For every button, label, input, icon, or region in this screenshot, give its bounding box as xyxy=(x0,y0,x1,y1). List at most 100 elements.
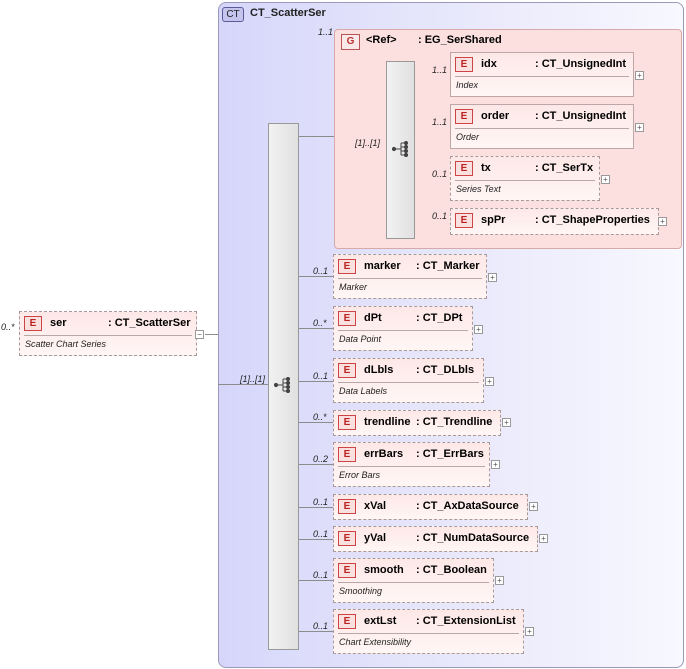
element-type: : CT_ScatterSer xyxy=(108,317,191,329)
element-desc: Scatter Chart Series xyxy=(25,339,107,349)
cardinality-dLbls: 0..1 xyxy=(313,371,329,381)
cardinality-xVal: 0..1 xyxy=(313,497,329,507)
sequence-icon xyxy=(274,377,291,393)
element-badge: E xyxy=(455,57,473,72)
plus-icon[interactable]: + xyxy=(488,273,497,282)
element-type: : CT_ExtensionList xyxy=(416,615,516,627)
plus-icon[interactable]: + xyxy=(485,377,494,386)
main-sequence-bar xyxy=(268,123,299,650)
cardinality-order: 1..1 xyxy=(432,117,448,127)
element-order[interactable]: E order : CT_UnsignedInt Order xyxy=(450,104,634,149)
plus-icon[interactable]: + xyxy=(601,175,610,184)
divider xyxy=(24,335,192,336)
element-trendline[interactable]: E trendline : CT_Trendline xyxy=(333,410,501,436)
group-sequence-cardinality: [1]..[1] xyxy=(355,138,381,148)
element-type: : CT_UnsignedInt xyxy=(535,58,627,70)
element-badge: E xyxy=(338,531,356,546)
element-name: extLst xyxy=(364,615,397,627)
element-badge: E xyxy=(338,311,356,326)
element-badge: E xyxy=(338,563,356,578)
element-errBars[interactable]: E errBars : CT_ErrBars Error Bars xyxy=(333,442,490,487)
element-yVal[interactable]: E yVal : CT_NumDataSource xyxy=(333,526,538,552)
element-desc: Data Point xyxy=(339,334,382,344)
element-desc: Series Text xyxy=(456,184,501,194)
element-desc: Marker xyxy=(339,282,368,292)
element-marker[interactable]: E marker : CT_Marker Marker xyxy=(333,254,487,299)
divider xyxy=(455,128,629,129)
element-type: : CT_DPt xyxy=(416,312,463,324)
cardinality-tx: 0..1 xyxy=(432,169,448,179)
divider xyxy=(338,582,489,583)
element-badge: E xyxy=(24,316,42,331)
cardinality-errBars: 0..2 xyxy=(313,454,329,464)
element-extLst[interactable]: E extLst : CT_ExtensionList Chart Extens… xyxy=(333,609,524,654)
element-name: xVal xyxy=(364,500,387,512)
plus-icon[interactable]: + xyxy=(495,576,504,585)
plus-icon[interactable]: + xyxy=(529,502,538,511)
plus-icon[interactable]: + xyxy=(502,418,511,427)
group-sequence-bar xyxy=(386,61,415,239)
group-type: : EG_SerShared xyxy=(418,34,502,46)
complex-type-badge: CT xyxy=(222,7,244,22)
element-type: : CT_Trendline xyxy=(416,416,493,428)
plus-icon[interactable]: + xyxy=(491,460,500,469)
divider xyxy=(338,466,485,467)
element-desc: Data Labels xyxy=(339,386,388,396)
element-desc: Error Bars xyxy=(339,470,381,480)
element-type: : CT_ErrBars xyxy=(416,448,484,460)
element-dLbls[interactable]: E dLbls : CT_DLbls Data Labels xyxy=(333,358,484,403)
main-sequence-cardinality: [1]..[1] xyxy=(240,374,266,384)
element-name: errBars xyxy=(364,448,404,460)
element-name: smooth xyxy=(364,564,404,576)
divider xyxy=(455,180,595,181)
element-name: idx xyxy=(481,58,497,70)
element-name: dPt xyxy=(364,312,382,324)
divider xyxy=(338,278,482,279)
group-name: <Ref> xyxy=(366,34,397,46)
cardinality-spPr: 0..1 xyxy=(432,211,448,221)
element-type: : CT_DLbls xyxy=(416,364,475,376)
element-tx[interactable]: E tx : CT_SerTx Series Text xyxy=(450,156,600,201)
root-element-ser[interactable]: E ser : CT_ScatterSer Scatter Chart Seri… xyxy=(19,311,197,356)
element-name: trendline xyxy=(364,416,411,428)
divider xyxy=(455,76,629,77)
element-smooth[interactable]: E smooth : CT_Boolean Smoothing xyxy=(333,558,494,603)
element-desc: Index xyxy=(456,80,479,90)
element-idx[interactable]: E idx : CT_UnsignedInt Index xyxy=(450,52,634,97)
element-type: : CT_UnsignedInt xyxy=(535,110,627,122)
element-type: : CT_NumDataSource xyxy=(416,532,530,544)
element-type: : CT_ShapeProperties xyxy=(535,214,650,226)
complex-type-title: CT_ScatterSer xyxy=(250,7,326,19)
root-cardinality: 0..* xyxy=(1,322,15,332)
element-badge: E xyxy=(338,614,356,629)
element-type: : CT_AxDataSource xyxy=(416,500,519,512)
plus-icon[interactable]: + xyxy=(658,217,667,226)
cardinality-idx: 1..1 xyxy=(432,65,448,75)
plus-icon[interactable]: + xyxy=(474,325,483,334)
element-badge: E xyxy=(338,499,356,514)
plus-icon[interactable]: + xyxy=(525,627,534,636)
element-type: : CT_Marker xyxy=(416,260,480,272)
element-type: : CT_Boolean xyxy=(416,564,487,576)
element-name: yVal xyxy=(364,532,387,544)
cardinality-marker: 0..1 xyxy=(313,266,329,276)
element-xVal[interactable]: E xVal : CT_AxDataSource xyxy=(333,494,528,520)
plus-icon[interactable]: + xyxy=(539,534,548,543)
cardinality-smooth: 0..1 xyxy=(313,570,329,580)
element-spPr[interactable]: E spPr : CT_ShapeProperties xyxy=(450,208,659,235)
element-desc: Smoothing xyxy=(339,586,383,596)
cardinality-extLst: 0..1 xyxy=(313,621,329,631)
cardinality-dPt: 0..* xyxy=(313,318,327,328)
element-name: dLbls xyxy=(364,364,394,376)
collapse-icon[interactable]: − xyxy=(195,330,204,339)
element-badge: E xyxy=(455,213,473,228)
group-badge: G xyxy=(341,34,360,50)
element-dPt[interactable]: E dPt : CT_DPt Data Point xyxy=(333,306,473,351)
element-desc: Order xyxy=(456,132,480,142)
plus-icon[interactable]: + xyxy=(635,123,644,132)
element-badge: E xyxy=(338,447,356,462)
cardinality-trendline: 0..* xyxy=(313,412,327,422)
plus-icon[interactable]: + xyxy=(635,71,644,80)
element-name: ser xyxy=(50,317,67,329)
element-badge: E xyxy=(338,415,356,430)
